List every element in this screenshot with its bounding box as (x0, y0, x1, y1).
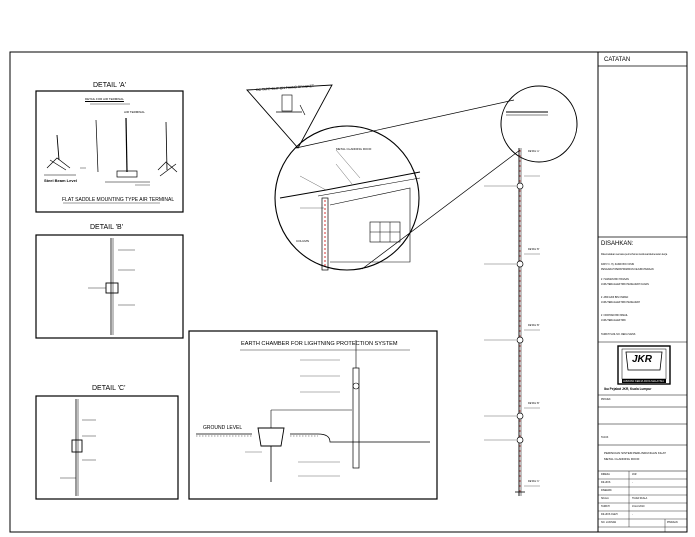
tb-row-value: - (632, 481, 633, 484)
column-label: COLUMN (296, 239, 310, 243)
tb-row-label: NO. LUKISAN (601, 521, 617, 524)
tb-row-value: JKR (632, 473, 637, 476)
disahkan-line: DATO' Ir. Hj. ZAKRI BIN YASIN (601, 263, 635, 266)
earth-chamber-title: EARTH CHAMBER FOR LIGHTNING PROTECTION S… (241, 341, 398, 347)
detail-b-panel (35, 234, 184, 339)
tb-row-label: DIREKA (601, 473, 610, 476)
steel-beam-label: Steel Beam Level (44, 178, 77, 183)
tb-row-label: DILUKIS OLEH (601, 513, 618, 516)
tb-row-value: JULAI 2010 (632, 505, 645, 508)
drawing-title: METAL CLADDING ROOF (604, 457, 640, 461)
disahkan-line: Ir. HAZMAN BIN HASSAN (601, 278, 629, 281)
tb-row-label: SKALA (601, 497, 609, 500)
roof-detail-circle (274, 99, 521, 271)
catatan-heading: CATATAN (604, 57, 631, 63)
detail-c-title: DETAIL 'C' (92, 385, 126, 392)
tb-row-value: - (632, 513, 633, 516)
conductor-note: DETAIL 'B' (528, 402, 540, 405)
disahkan-line: Dikemukakan semasa permohonan kelulusan/… (601, 253, 668, 256)
detail-a-panel (35, 90, 184, 213)
disahkan-line: Ir. ABD AZIZ BIN OSMAN (601, 296, 629, 299)
detail-a-subtitle: DETAIL FOR AIR TERMINAL (85, 97, 124, 101)
projek-label: PROJEK (601, 398, 611, 401)
disahkan-heading: DISAHKAN: (601, 241, 634, 247)
detail-a-title: DETAIL 'A' (93, 82, 127, 89)
tb-row-label: DISEMAK (601, 489, 612, 492)
tb-row-value: TIADA SKALA (632, 497, 648, 500)
tb-row-label: TARIKH (601, 505, 610, 508)
conductor-note: DETAIL 'B' (528, 248, 540, 251)
disahkan-line: JURUTERA ELEKTRIK PENGARAH KANAN (601, 283, 649, 286)
air-terminal-label: AIR TERMINAL (124, 110, 145, 114)
tb-row-label: DILUKIS (601, 481, 611, 484)
down-conductor (484, 85, 578, 496)
tape-clip-callout (246, 84, 333, 149)
detail-c-panel (35, 395, 179, 500)
drawing-title: PERINCIAN SISTEM PERLINDUNGAN KILAT (604, 451, 666, 455)
metal-cladding-label: METAL CLADDING ROOF (336, 147, 372, 151)
disahkan-line: Ir. NORHADI BIN ISMAIL (601, 314, 628, 317)
disahkan-line: TARIKH SIJIL NO. REKA SAINS (601, 333, 636, 336)
conductor-note: DETAIL 'B' (528, 324, 540, 327)
tajuk-label: TAJUK (601, 436, 609, 439)
ground-level-label: GROUND LEVEL (203, 425, 243, 431)
disahkan-line: JURUTERA ELEKTRIK PENGARAH (601, 301, 640, 304)
logo-caption: JABATAN KERJA RAYA MALAYSIA (623, 379, 664, 383)
conductor-note: DETAIL 'C' (528, 480, 540, 483)
pindaan-label: PINDAAN (667, 521, 678, 524)
logo-text: JKR (632, 354, 653, 365)
disahkan-line: JURUTERA ELEKTRIK (601, 319, 626, 322)
earth-chamber-panel (188, 330, 438, 500)
detail-b-title: DETAIL 'B' (90, 224, 124, 231)
detail-a-caption: FLAT SADDLE MOUNTING TYPE AIR TERMINAL (62, 197, 175, 203)
conductor-note: DETAIL 'A' (528, 150, 540, 153)
sheet-border (9, 51, 688, 533)
office-name: Ibu Pejabat JKR, Kuala Lumpur (604, 387, 652, 391)
jkr-logo (617, 345, 671, 385)
disahkan-line: PENGARAH PERKHIDMATAN KEJURUTERAAN (601, 268, 654, 271)
